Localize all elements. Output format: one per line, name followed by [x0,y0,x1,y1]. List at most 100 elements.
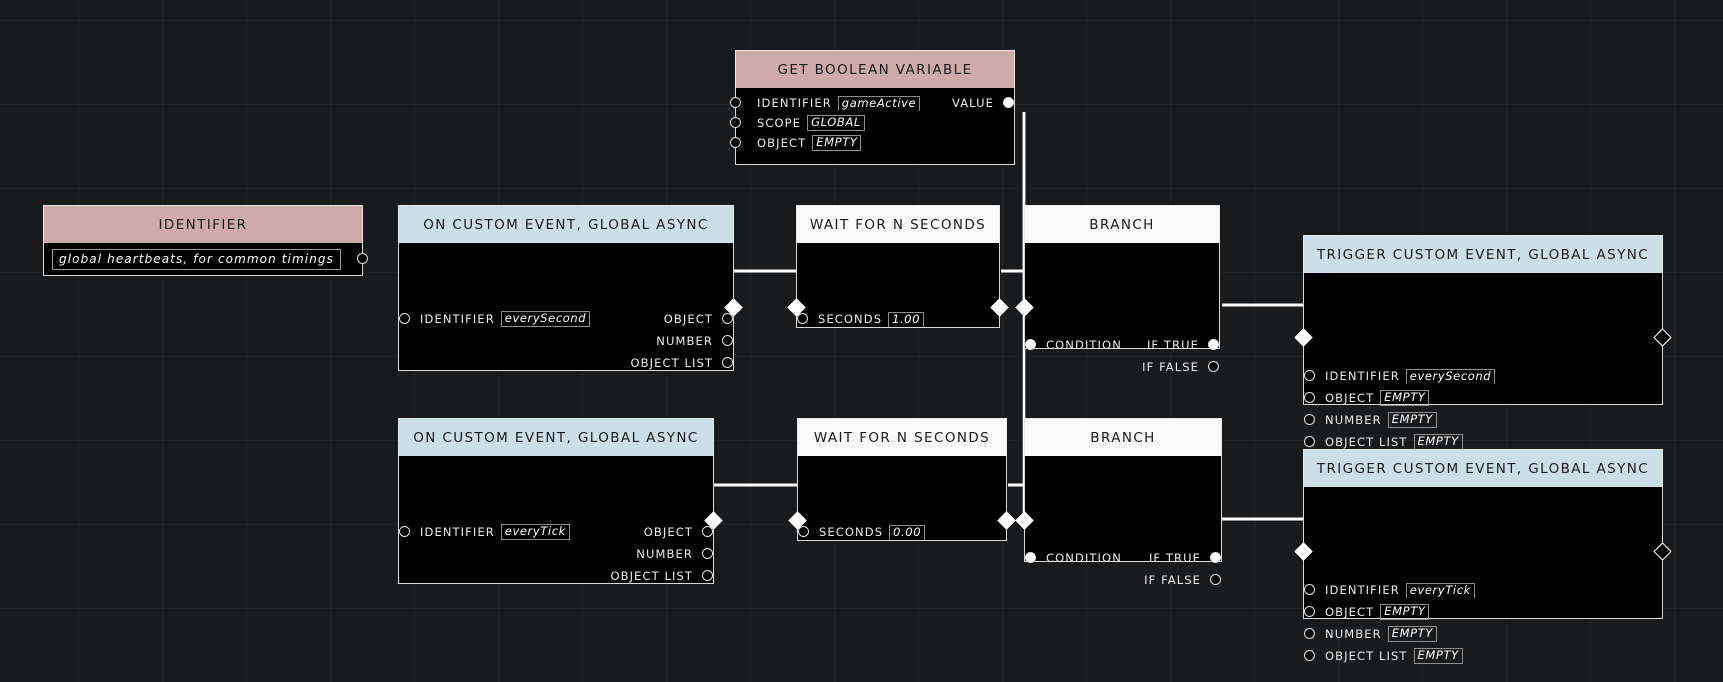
node-wait-n-seconds-bottom-header[interactable]: WAIT FOR N SECONDS [797,418,1007,456]
node-on-custom-event-second[interactable]: ON CUSTOM EVENT, GLOBAL ASYNC IDENTIFIER… [398,205,743,373]
value-output-port[interactable] [1003,97,1014,108]
exec-input-diamond[interactable] [1294,542,1313,561]
row-identifier[interactable]: IDENTIFIER everyTick [1304,580,1475,600]
number-input-port[interactable] [1304,414,1315,425]
row-object[interactable]: OBJECT EMPTY [1304,602,1430,622]
object-input-port[interactable] [1304,392,1315,403]
object-input-port[interactable] [730,137,741,148]
row-seconds[interactable]: SECONDS 1.00 [797,309,925,329]
output-number-port[interactable] [702,548,713,559]
node-branch-top-header[interactable]: BRANCH [1024,205,1220,243]
row-identifier-value[interactable]: everyTick [1405,582,1475,598]
row-identifier-value[interactable]: everyTick [500,524,570,540]
node-on-custom-event-tick-header[interactable]: ON CUSTOM EVENT, GLOBAL ASYNC [398,418,714,456]
scope-input-port[interactable] [730,117,741,128]
condition-input-port[interactable] [1025,552,1036,563]
row-number[interactable]: NUMBER EMPTY [1304,624,1437,644]
exec-output-diamond[interactable] [997,511,1016,530]
output-object-list-port[interactable] [702,570,713,581]
seconds-input-port[interactable] [798,526,809,537]
row-identifier-value[interactable]: gameActive [837,95,921,111]
row-if-false[interactable]: IF FALSE [1142,357,1219,377]
seconds-input-port[interactable] [797,313,808,324]
node-wait-n-seconds-top[interactable]: WAIT FOR N SECONDS SECONDS 1.00 [787,205,1009,329]
row-number[interactable]: NUMBER EMPTY [1304,410,1437,430]
row-identifier-value[interactable]: everySecond [1405,368,1496,384]
if-true-output-port[interactable] [1208,339,1219,350]
row-if-true[interactable]: IF TRUE [1149,548,1221,568]
if-false-output-port[interactable] [1208,361,1219,372]
identifier-input-port[interactable] [730,97,741,108]
exec-input-diamond[interactable] [1015,298,1034,317]
object-input-port[interactable] [1304,606,1315,617]
output-number-port[interactable] [722,335,733,346]
row-seconds-value[interactable]: 1.00 [888,311,925,327]
exec-output-diamond[interactable] [990,298,1009,317]
node-trigger-custom-event-tick[interactable]: TRIGGER CUSTOM EVENT, GLOBAL ASYNC IDENT… [1294,449,1672,664]
node-identifier-header[interactable]: IDENTIFIER [43,205,363,243]
if-false-output-port[interactable] [1210,574,1221,585]
node-trigger-custom-event-second-header[interactable]: TRIGGER CUSTOM EVENT, GLOBAL ASYNC [1303,235,1663,273]
identifier-input-port[interactable] [1304,370,1315,381]
identifier-input-port[interactable] [399,313,410,324]
output-object-list-port[interactable] [722,357,733,368]
row-identifier[interactable]: IDENTIFIER everyTick [399,522,570,542]
node-on-custom-event-second-header[interactable]: ON CUSTOM EVENT, GLOBAL ASYNC [398,205,734,243]
condition-input-port[interactable] [1025,339,1036,350]
number-input-port[interactable] [1304,628,1315,639]
row-object-value[interactable]: EMPTY [812,135,862,151]
row-object-list[interactable]: OBJECT LIST EMPTY [1304,646,1463,666]
row-seconds[interactable]: SECONDS 0.00 [798,522,926,542]
row-number-value[interactable]: EMPTY [1387,412,1437,428]
object-list-input-port[interactable] [1304,436,1315,447]
row-object-value[interactable]: EMPTY [1380,390,1430,406]
row-if-false[interactable]: IF FALSE [1144,570,1221,590]
object-list-input-port[interactable] [1304,650,1315,661]
node-trigger-custom-event-tick-header[interactable]: TRIGGER CUSTOM EVENT, GLOBAL ASYNC [1303,449,1663,487]
output-object-port[interactable] [702,526,713,537]
row-identifier-value[interactable]: everySecond [500,311,591,327]
row-scope-value[interactable]: GLOBAL [807,115,865,131]
node-identifier[interactable]: IDENTIFIER global heartbeats, for common… [43,205,368,276]
exec-output-diamond[interactable] [1653,542,1672,561]
row-output-number[interactable]: NUMBER [656,331,733,351]
if-true-output-port[interactable] [1210,552,1221,563]
row-object-list-value[interactable]: EMPTY [1413,434,1463,450]
row-identifier[interactable]: IDENTIFIER gameActive [730,93,1014,113]
row-identifier[interactable]: IDENTIFIER everySecond [399,309,591,329]
row-value-output[interactable]: VALUE [952,93,1014,113]
exec-input-diamond[interactable] [1015,511,1034,530]
exec-output-diamond[interactable] [1653,328,1672,347]
row-seconds-value[interactable]: 0.00 [889,524,926,540]
row-object-list-value[interactable]: EMPTY [1413,648,1463,664]
identifier-value-field[interactable]: global heartbeats, for common timings [52,248,341,270]
row-if-true[interactable]: IF TRUE [1147,335,1219,355]
node-branch-top[interactable]: BRANCH CONDITION IF TRUE IF FALSE [1015,205,1220,374]
row-scope[interactable]: SCOPE GLOBAL [730,113,1014,133]
node-on-custom-event-tick[interactable]: ON CUSTOM EVENT, GLOBAL ASYNC IDENTIFIER… [398,418,723,586]
node-wait-n-seconds-top-header[interactable]: WAIT FOR N SECONDS [796,205,1000,243]
row-output-object[interactable]: OBJECT [644,522,713,542]
row-identifier[interactable]: IDENTIFIER everySecond [1304,366,1496,386]
row-number-value[interactable]: EMPTY [1387,626,1437,642]
node-get-boolean-variable[interactable]: GET BOOLEAN VARIABLE IDENTIFIER gameActi… [730,50,1015,165]
node-branch-bottom-header[interactable]: BRANCH [1024,418,1222,456]
row-output-object-list[interactable]: OBJECT LIST [630,353,733,373]
row-object[interactable]: OBJECT EMPTY [730,133,1014,153]
row-condition[interactable]: CONDITION [1025,335,1122,355]
row-object[interactable]: OBJECT EMPTY [1304,388,1430,408]
exec-input-diamond[interactable] [1294,328,1313,347]
output-object-port[interactable] [722,313,733,324]
row-output-object-list[interactable]: OBJECT LIST [610,566,713,586]
identifier-output-port[interactable] [357,253,368,264]
node-trigger-custom-event-second[interactable]: TRIGGER CUSTOM EVENT, GLOBAL ASYNC IDENT… [1294,235,1672,450]
node-wait-n-seconds-bottom[interactable]: WAIT FOR N SECONDS SECONDS 0.00 [788,418,1016,542]
row-object-value[interactable]: EMPTY [1380,604,1430,620]
identifier-input-port[interactable] [399,526,410,537]
node-branch-bottom[interactable]: BRANCH CONDITION IF TRUE IF FALSE [1015,418,1222,587]
row-output-object[interactable]: OBJECT [664,309,733,329]
row-output-number[interactable]: NUMBER [636,544,713,564]
node-get-boolean-variable-header[interactable]: GET BOOLEAN VARIABLE [735,50,1015,88]
row-condition[interactable]: CONDITION [1025,548,1122,568]
